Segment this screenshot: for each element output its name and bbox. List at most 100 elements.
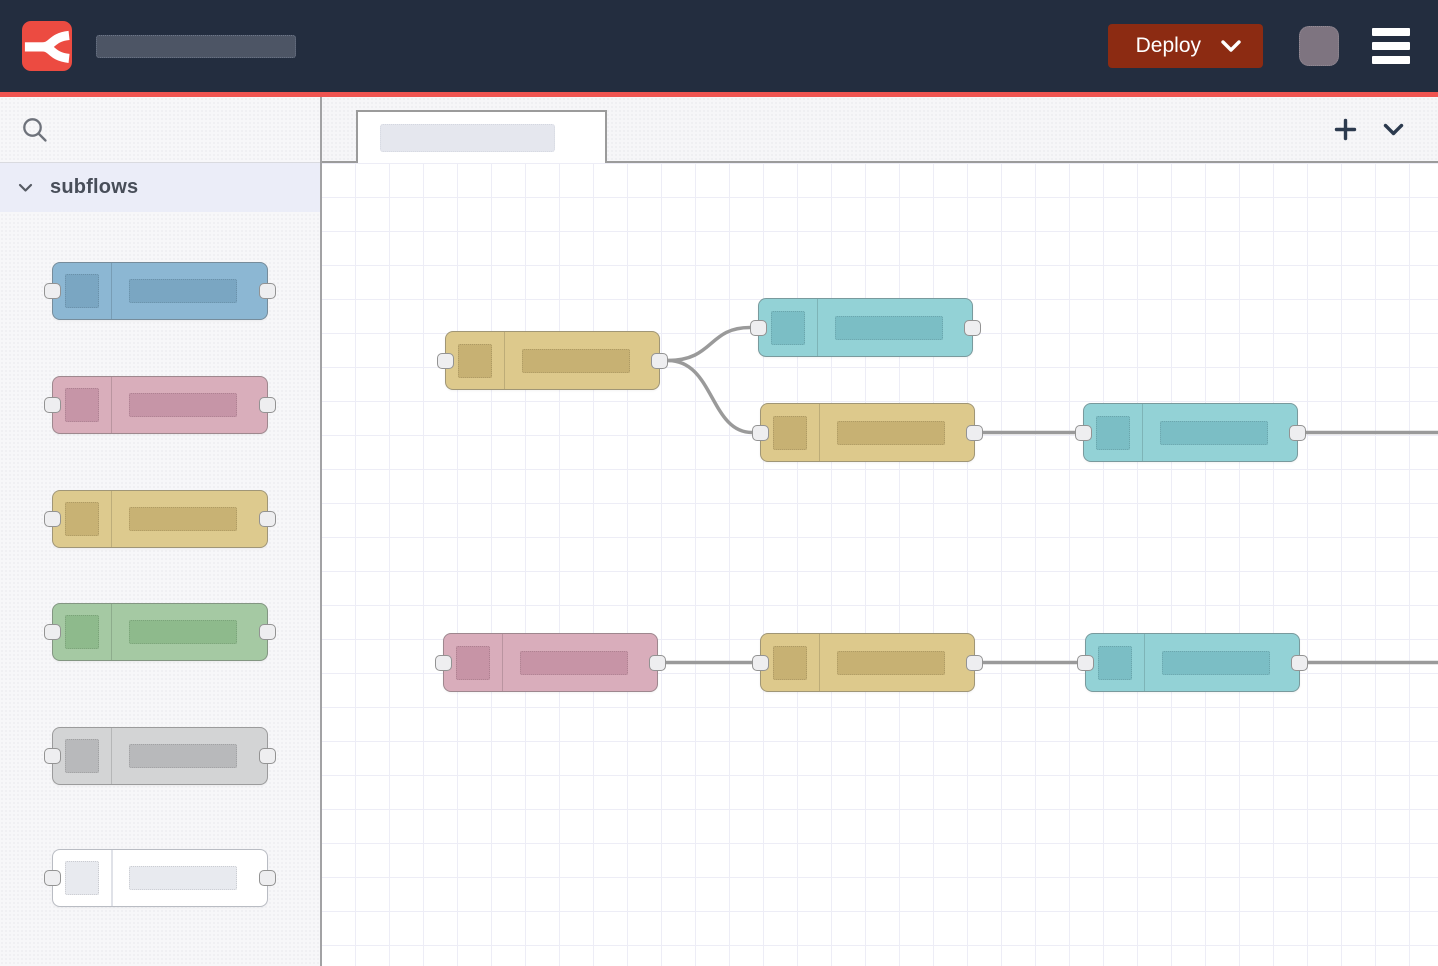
node-label-skeleton — [1162, 650, 1270, 675]
output-port[interactable] — [259, 748, 276, 764]
node-label-skeleton — [129, 507, 237, 531]
flow-node-n2[interactable] — [750, 298, 981, 357]
node-label-skeleton — [129, 866, 237, 890]
node-label-skeleton — [520, 650, 628, 675]
input-port[interactable] — [44, 624, 61, 640]
flow-node-n6[interactable] — [752, 633, 983, 692]
header-title-skeleton — [96, 34, 296, 58]
node-icon-divider — [111, 377, 112, 433]
palette-search[interactable] — [0, 97, 320, 163]
node-label-skeleton — [129, 744, 237, 768]
node-icon-divider — [111, 604, 112, 660]
output-port[interactable] — [651, 352, 668, 369]
input-port[interactable] — [1075, 424, 1092, 441]
flow-canvas[interactable] — [322, 163, 1438, 966]
wires-layer — [664, 325, 1438, 665]
input-port[interactable] — [437, 352, 454, 369]
tab-bar — [322, 97, 1438, 163]
input-port[interactable] — [1077, 654, 1094, 671]
tab-label-skeleton — [380, 124, 555, 152]
palette-node-gray[interactable] — [44, 727, 276, 785]
palette — [0, 212, 320, 966]
palette-node-yellow[interactable] — [44, 490, 276, 548]
palette-node-blue[interactable] — [44, 262, 276, 320]
node-label-skeleton — [837, 420, 945, 445]
node-icon-divider — [504, 332, 505, 389]
input-port[interactable] — [44, 283, 61, 299]
input-port[interactable] — [44, 748, 61, 764]
search-icon — [23, 118, 47, 142]
node-icon-divider — [502, 634, 503, 691]
input-port[interactable] — [44, 511, 61, 527]
node-icon-divider — [1144, 634, 1145, 691]
node-icon-skeleton — [773, 415, 807, 450]
node-label-skeleton — [129, 279, 237, 303]
node-icon-skeleton — [65, 388, 99, 422]
header: Deploy — [0, 0, 1438, 92]
node-label-skeleton — [1160, 420, 1268, 445]
input-port[interactable] — [44, 397, 61, 413]
output-port[interactable] — [259, 870, 276, 886]
node-icon-skeleton — [65, 502, 99, 536]
output-port[interactable] — [649, 654, 666, 671]
flow-node-n7[interactable] — [1077, 633, 1308, 692]
node-icon-skeleton — [773, 645, 807, 680]
output-port[interactable] — [259, 511, 276, 527]
deploy-button[interactable]: Deploy — [1107, 24, 1263, 68]
node-icon-divider — [817, 299, 818, 356]
flow-list-button[interactable] — [1383, 123, 1404, 136]
palette-node-pink[interactable] — [44, 376, 276, 434]
input-port[interactable] — [435, 654, 452, 671]
node-icon-skeleton — [771, 310, 805, 345]
output-port[interactable] — [966, 424, 983, 441]
output-port[interactable] — [964, 319, 981, 336]
user-avatar[interactable] — [1299, 26, 1339, 66]
accent-line — [0, 92, 1438, 97]
node-icon-divider — [111, 263, 112, 319]
node-icon-skeleton — [65, 615, 99, 649]
flow-node-n3[interactable] — [752, 403, 983, 462]
node-icon-divider — [1142, 404, 1143, 461]
chevron-down-icon — [1383, 123, 1404, 135]
node-icon-skeleton — [1096, 415, 1130, 450]
input-port[interactable] — [752, 654, 769, 671]
node-icon-skeleton — [65, 861, 99, 895]
flow-node-n5[interactable] — [435, 633, 666, 692]
chevron-down-icon[interactable] — [1221, 39, 1241, 53]
node-icon-skeleton — [456, 645, 490, 680]
node-icon-skeleton — [458, 343, 492, 378]
tab-actions — [1334, 97, 1404, 161]
node-label-skeleton — [835, 315, 943, 340]
node-label-skeleton — [129, 393, 237, 417]
palette-section-label: subflows — [50, 176, 139, 198]
output-port[interactable] — [259, 283, 276, 299]
node-label-skeleton — [522, 348, 630, 373]
input-port[interactable] — [44, 870, 61, 886]
palette-sidebar: subflows — [0, 97, 322, 966]
node-red-logo[interactable] — [22, 21, 72, 71]
palette-node-white[interactable] — [44, 849, 276, 907]
input-port[interactable] — [750, 319, 767, 336]
hamburger-icon[interactable] — [1372, 27, 1410, 65]
node-icon-divider — [819, 634, 820, 691]
output-port[interactable] — [259, 624, 276, 640]
input-port[interactable] — [752, 424, 769, 441]
flow-node-n1[interactable] — [437, 331, 668, 390]
flow-node-n4[interactable] — [1075, 403, 1306, 462]
add-flow-button[interactable] — [1334, 118, 1357, 141]
node-icon-divider — [111, 491, 112, 547]
palette-node-green[interactable] — [44, 603, 276, 661]
tab-flow-active[interactable] — [356, 110, 607, 163]
node-icon-skeleton — [65, 739, 99, 773]
node-icon-divider — [819, 404, 820, 461]
plus-icon — [1334, 118, 1357, 140]
palette-section-subflows[interactable]: subflows — [0, 163, 320, 212]
output-port[interactable] — [259, 397, 276, 413]
wire[interactable] — [666, 325, 752, 363]
wire[interactable] — [666, 358, 754, 435]
node-icon-skeleton — [65, 274, 99, 308]
output-port[interactable] — [966, 654, 983, 671]
node-icon-divider — [111, 728, 112, 784]
output-port[interactable] — [1289, 424, 1306, 441]
output-port[interactable] — [1291, 654, 1308, 671]
